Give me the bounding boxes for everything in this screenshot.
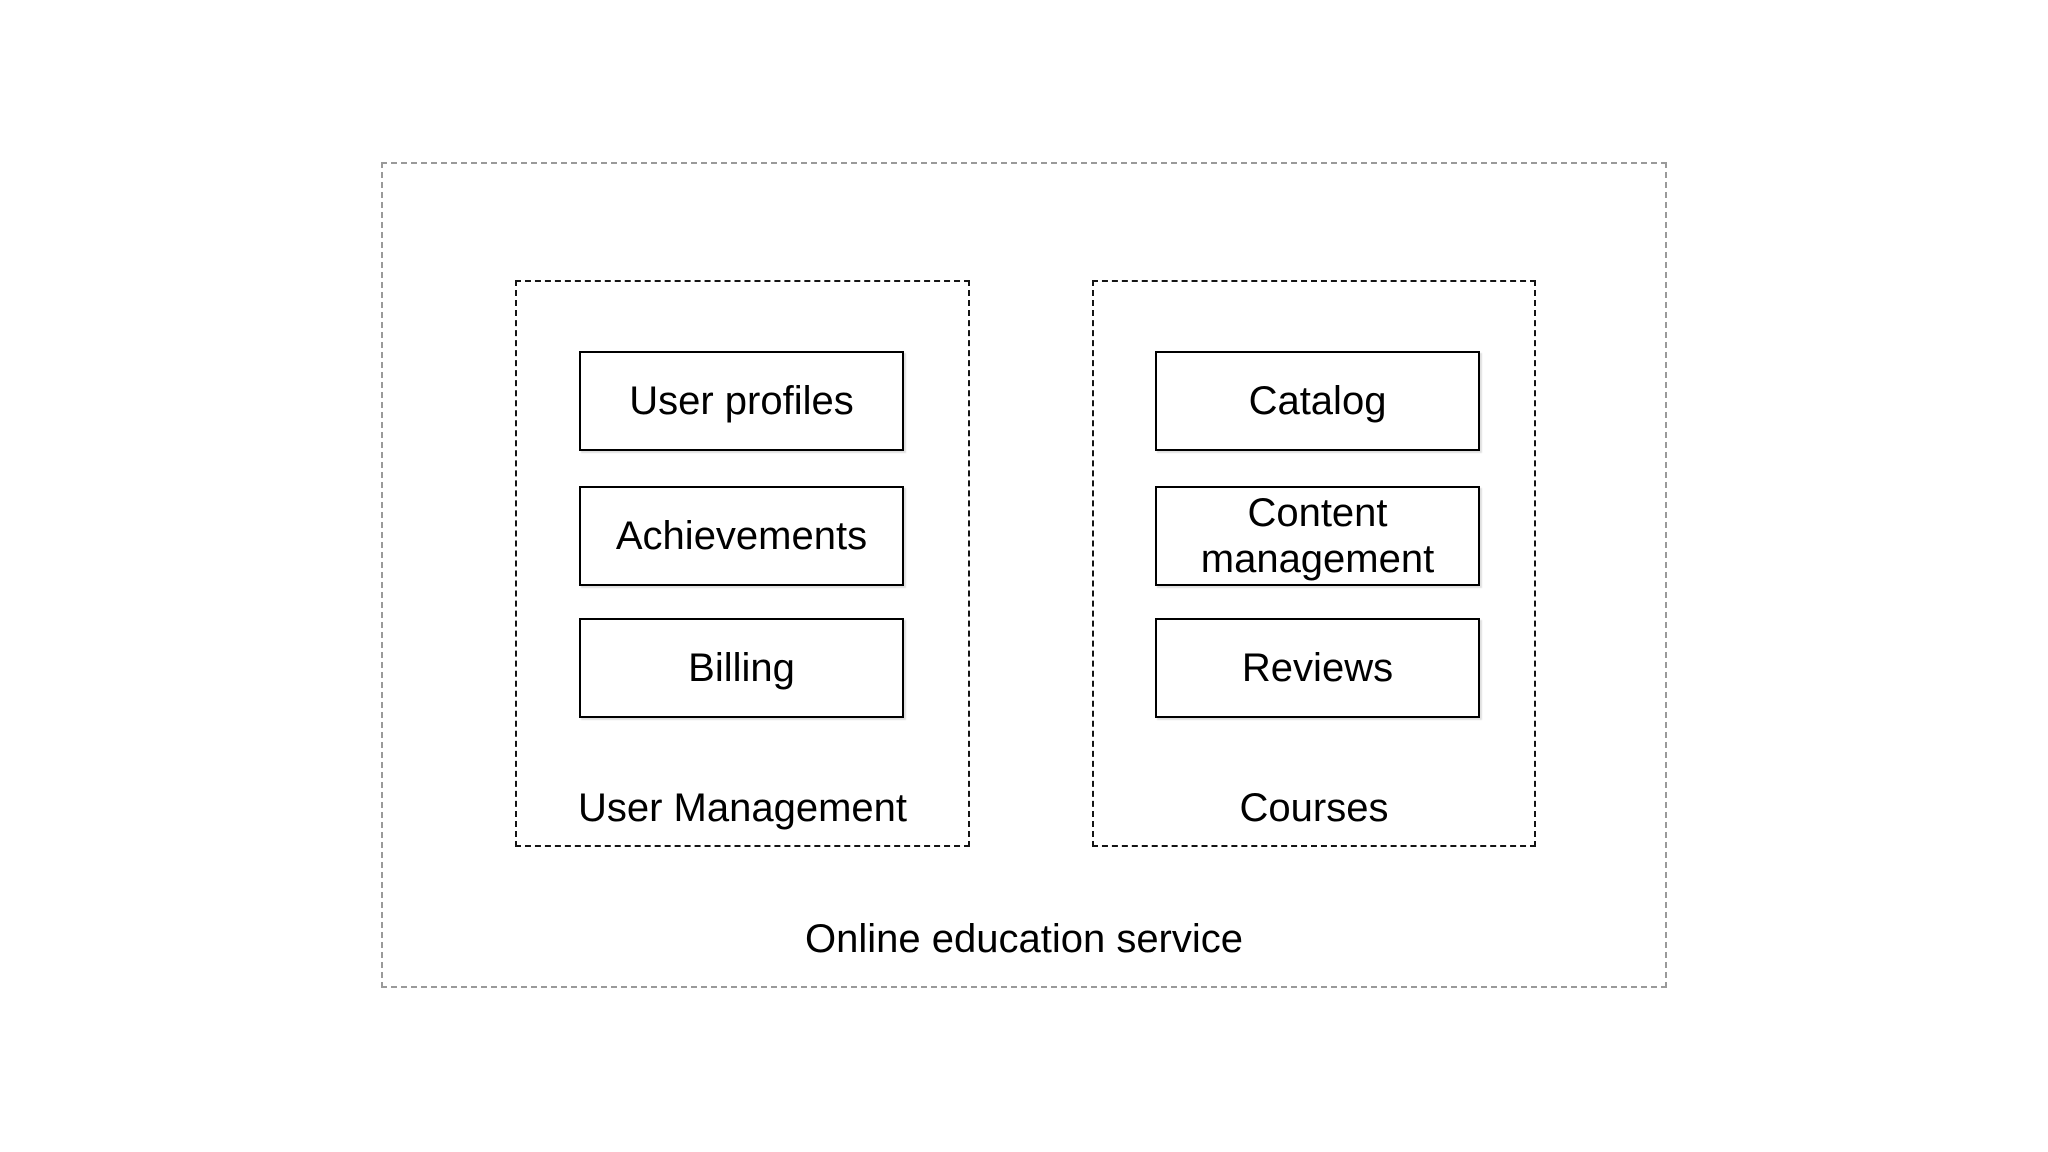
node-billing: Billing xyxy=(579,618,904,718)
node-catalog-label: Catalog xyxy=(1248,379,1387,423)
group-label-user-management: User Management xyxy=(577,786,908,830)
group-label-courses: Courses xyxy=(1239,786,1389,830)
group-courses: Catalog Content management Reviews Cours… xyxy=(1092,280,1536,847)
node-user-profiles-label: User profiles xyxy=(629,379,854,423)
node-billing-label: Billing xyxy=(688,646,795,690)
node-reviews: Reviews xyxy=(1155,618,1480,718)
node-reviews-label: Reviews xyxy=(1241,646,1394,690)
node-achievements: Achievements xyxy=(579,486,904,586)
node-user-profiles: User profiles xyxy=(579,351,904,451)
outer-group-online-education-service: User profiles Achievements Billing User … xyxy=(381,162,1667,988)
node-achievements-label: Achievements xyxy=(615,514,868,558)
diagram-title: Online education service xyxy=(804,917,1244,961)
group-user-management: User profiles Achievements Billing User … xyxy=(515,280,970,847)
node-content-management: Content management xyxy=(1155,486,1480,586)
node-catalog: Catalog xyxy=(1155,351,1480,451)
node-content-management-label: Content management xyxy=(1200,491,1435,581)
